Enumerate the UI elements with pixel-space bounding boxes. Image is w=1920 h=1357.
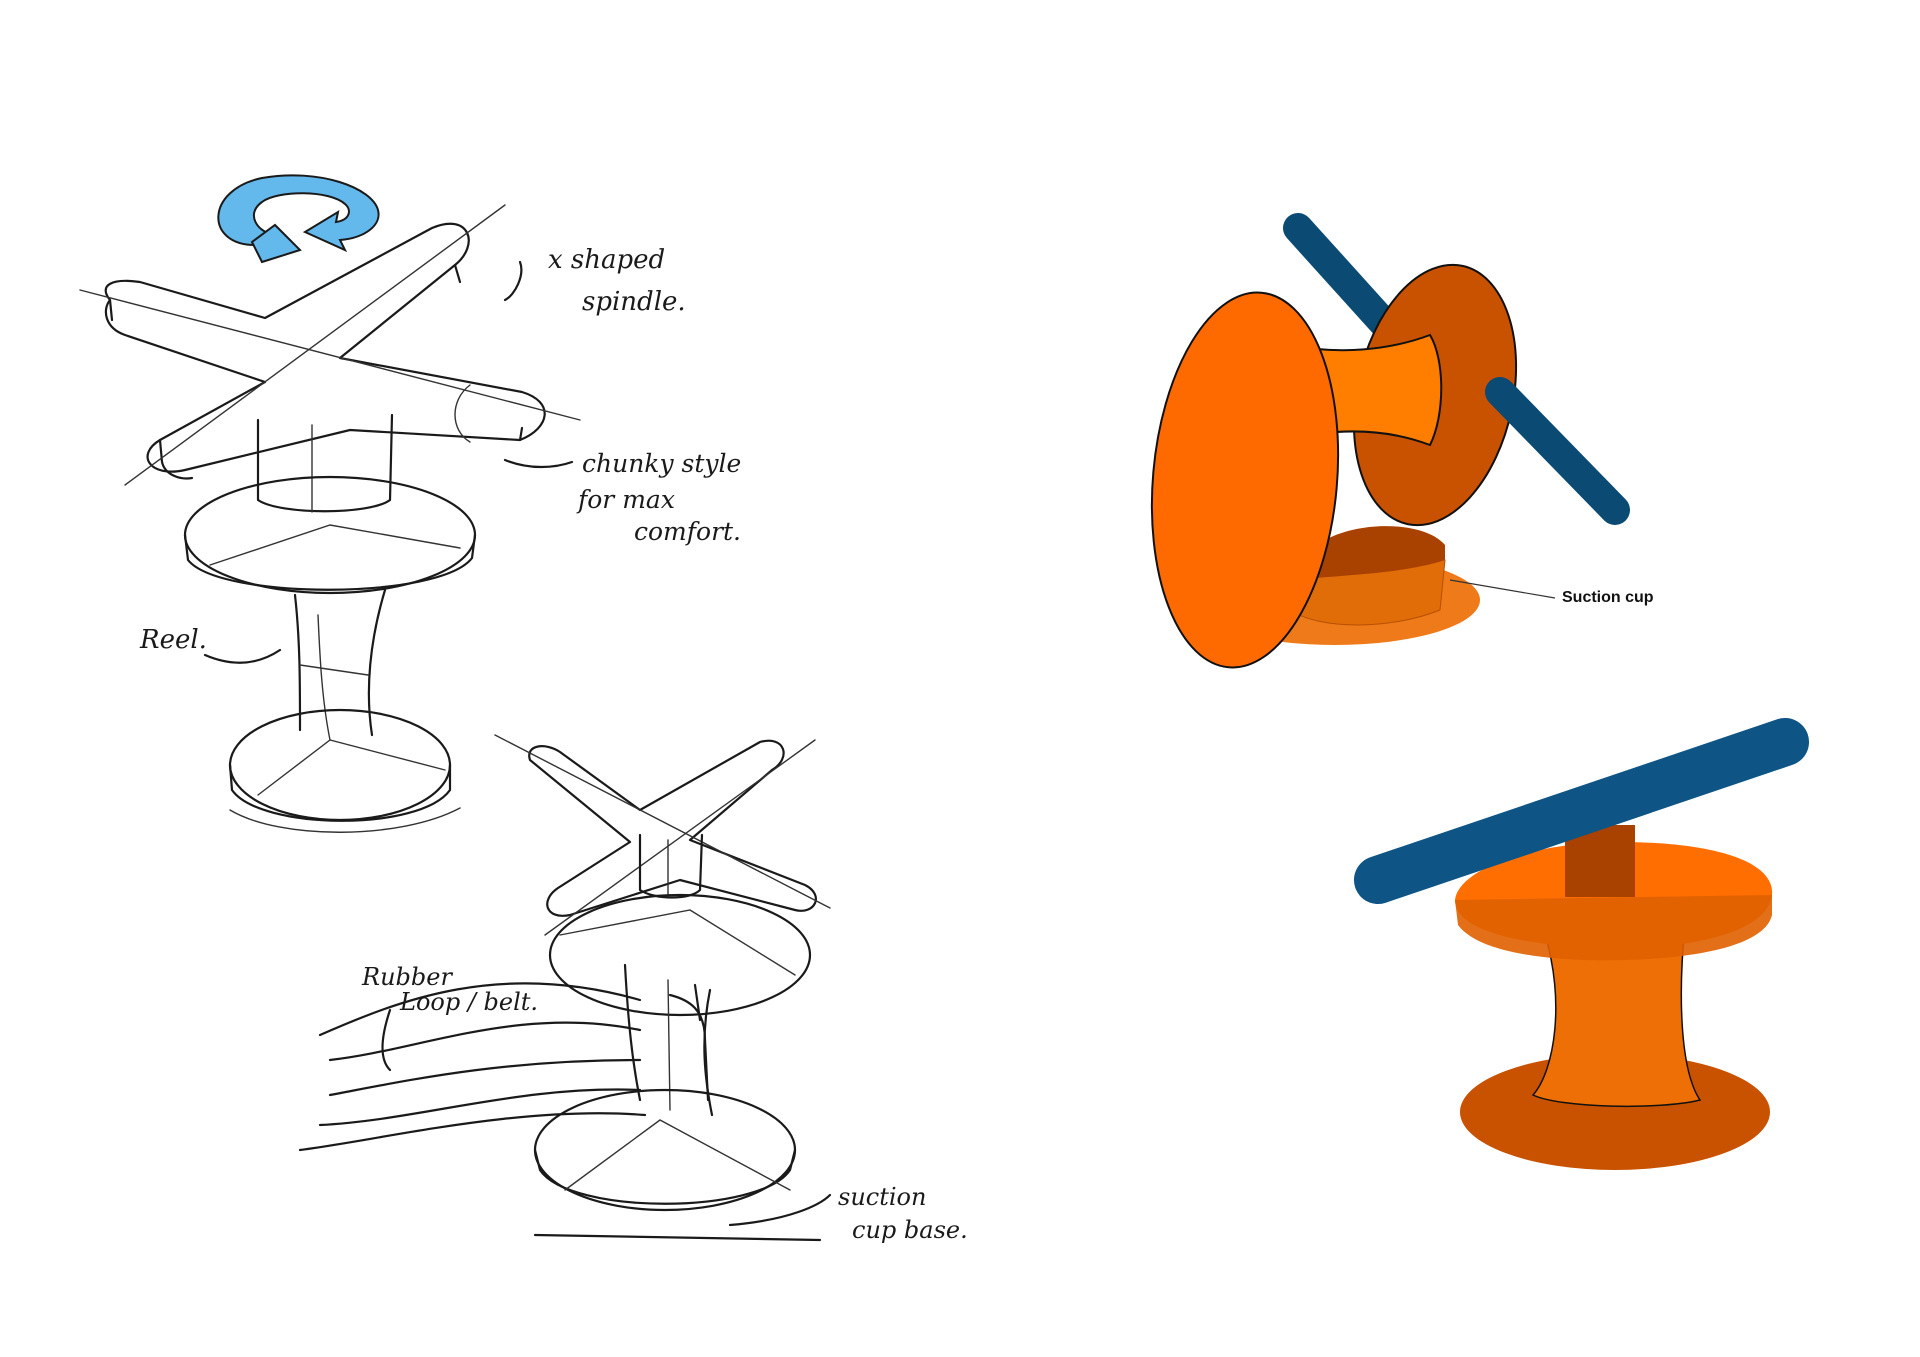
rod-blue-outline <box>1354 718 1809 904</box>
annotation-chunky-1: chunky style <box>582 449 741 478</box>
suction-cup-leader <box>1449 579 1556 599</box>
leader-rubber <box>381 1008 392 1072</box>
rod-navy-front <box>1485 377 1630 525</box>
x-spindle-end-cap <box>454 384 471 443</box>
base-cup-shadow <box>1300 526 1445 580</box>
x-spindle-axis-b <box>124 204 506 486</box>
render-upright-reel <box>1354 718 1809 1170</box>
lower-disc <box>228 708 452 822</box>
rotate-arrow-band <box>217 174 380 253</box>
annotation-x-spindle-2: spindle. <box>582 287 686 317</box>
annotation-reel: Reel. <box>139 625 207 655</box>
annotation-x-spindle-1: x shaped <box>548 245 665 275</box>
bottom-disc-rim <box>533 1148 797 1205</box>
leader-chunky <box>503 458 574 469</box>
annotation-chunky-2: for max <box>576 485 675 514</box>
belt-loop-upright <box>668 983 710 1102</box>
leader-x-spindle <box>503 260 523 302</box>
render-tilted-callout: Suction cup <box>1449 579 1654 606</box>
middle-disc <box>548 893 812 1017</box>
ground-line-1 <box>229 807 461 833</box>
leader-reel <box>203 648 282 664</box>
sketch-annotations: x shaped spindle. chunky style for max c… <box>139 245 968 1244</box>
rotate-arrow-tail <box>250 223 302 264</box>
x-spindle-axis-a <box>79 289 581 421</box>
annotation-suction-1: suction <box>838 1183 926 1211</box>
top-flange-rim <box>1455 895 1772 961</box>
upper-disc-divider <box>209 524 461 566</box>
annotation-rubber-1: Rubber <box>361 963 453 991</box>
small-x-axis-a <box>494 734 831 909</box>
upper-disc <box>183 475 477 595</box>
rod-blue <box>1354 718 1809 904</box>
ground-line-2 <box>533 1233 822 1242</box>
reel-stem-seam <box>299 614 369 741</box>
front-flange <box>1150 291 1340 669</box>
rubber-belt <box>298 982 647 1152</box>
sketch-top-reel <box>79 174 581 833</box>
lower-disc-divider <box>257 739 446 796</box>
annotation-chunky-3: comfort. <box>634 517 741 546</box>
small-stem-seam <box>667 979 671 1111</box>
small-stem <box>623 963 714 1117</box>
small-x-spindle <box>528 739 817 917</box>
lower-disc-rim <box>228 763 452 822</box>
suction-cup-label: Suction cup <box>1562 589 1654 606</box>
middle-disc-divider <box>559 909 796 976</box>
small-hub <box>638 833 704 899</box>
small-x-axis-b <box>544 739 816 936</box>
spool-core <box>1531 924 1702 1108</box>
x-spindle-outline <box>104 222 546 473</box>
annotation-rubber-2: Loop / belt. <box>399 988 538 1016</box>
leader-suction <box>728 1193 832 1227</box>
rotate-arrow-icon <box>217 174 380 264</box>
upper-disc-rim <box>183 533 477 591</box>
bottom-disc-divider <box>564 1119 791 1191</box>
sketch-leaders <box>203 260 832 1227</box>
x-spindle-thickness <box>108 263 524 480</box>
annotation-suction-2: cup base. <box>852 1216 968 1244</box>
render-tilted-reel <box>1150 213 1630 669</box>
hub <box>256 413 394 513</box>
sketch-bottom-reel <box>298 734 831 1242</box>
